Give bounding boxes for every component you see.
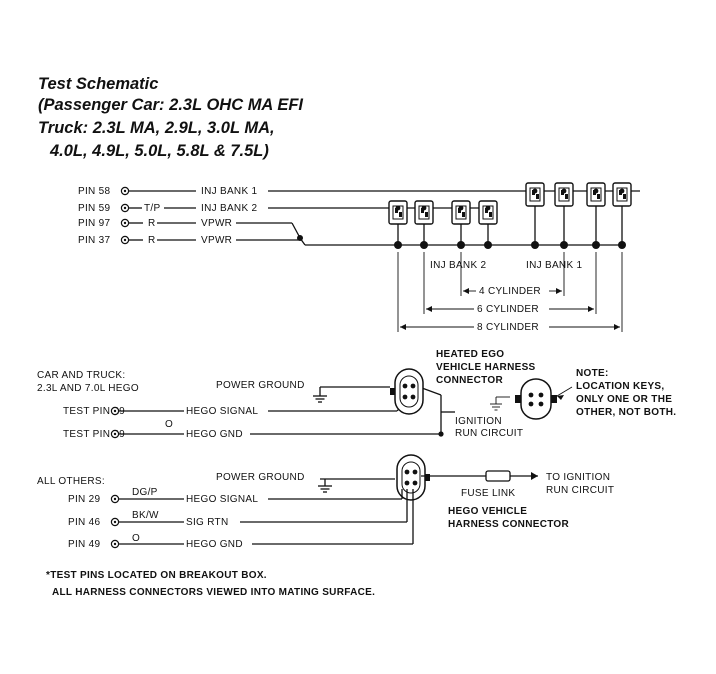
to-ignition-label-1: TO IGNITION xyxy=(546,472,610,483)
injector-connector-icon xyxy=(478,200,498,249)
pin-terminal-icon xyxy=(110,494,120,504)
inj-pin-58-label: PIN 58 xyxy=(78,186,111,197)
pin-terminal-icon xyxy=(120,235,130,245)
ct-power-ground-label: POWER GROUND xyxy=(216,380,305,391)
ct-hego-gnd-label: HEGO GND xyxy=(186,429,243,440)
pin-terminal-icon xyxy=(120,218,130,228)
others-heading: ALL OTHERS: xyxy=(37,476,105,487)
ct-test-pin-29-label: TEST PIN 29 xyxy=(63,406,125,417)
fuse-link-label: FUSE LINK xyxy=(461,488,515,499)
ground-icon xyxy=(313,395,327,403)
injector-connector-icon xyxy=(612,182,632,249)
pin-terminal-icon xyxy=(120,203,130,213)
hego-others-section: ALL OTHERS: POWER GROUND TO IGNITION RUN… xyxy=(37,454,614,550)
inj-bank2-color-code: T/P xyxy=(144,203,160,214)
injector-section: PIN 58 PIN 59 PIN 97 PIN 37 INJ BANK 1 T… xyxy=(78,182,640,333)
inj-pin-97-label: PIN 97 xyxy=(78,218,111,229)
pin-terminal-icon xyxy=(110,406,120,416)
inj-vpwr-color-code-1: R xyxy=(148,218,156,229)
injector-connector-icon xyxy=(554,182,574,249)
inj-vpwr-color-code-2: R xyxy=(148,235,156,246)
title-line-2: (Passenger Car: 2.3L OHC MA EFI xyxy=(38,96,303,114)
ct-ignition-label-2: RUN CIRCUIT xyxy=(455,428,523,439)
title-line-3: Truck: 2.3L MA, 2.9L, 3.0L MA, xyxy=(38,119,275,137)
ot-hego-gnd-label: HEGO GND xyxy=(186,539,243,550)
ot-power-ground-label: POWER GROUND xyxy=(216,472,305,483)
ct-ignition-label-1: IGNITION xyxy=(455,416,502,427)
ot-pin-29-label: PIN 29 xyxy=(68,494,101,505)
dim-8-cylinder: 8 CYLINDER xyxy=(477,322,539,333)
note-label-1: NOTE: xyxy=(576,368,609,379)
hego-vehicle-connector-icon xyxy=(396,454,430,501)
ot-pin-46-color-code: BK/W xyxy=(132,510,159,521)
ground-icon xyxy=(490,403,502,411)
injector-connector-icon xyxy=(388,200,408,249)
injector-connector-icon xyxy=(451,200,471,249)
title-line-1: Test Schematic xyxy=(38,75,158,93)
pin-terminal-icon xyxy=(120,186,130,196)
note-label-3: ONLY ONE OR THE xyxy=(576,394,672,405)
inj-pin-37-label: PIN 37 xyxy=(78,235,111,246)
ct-hego-signal-label: HEGO SIGNAL xyxy=(186,406,258,417)
inj-pin-59-label: PIN 59 xyxy=(78,203,111,214)
footnote-line-2: ALL HARNESS CONNECTORS VIEWED INTO MATIN… xyxy=(52,587,375,598)
ot-pin-29-color-code: DG/P xyxy=(132,487,158,498)
injector-connector-icon xyxy=(586,182,606,249)
car-truck-heading-1: CAR AND TRUCK: xyxy=(37,370,125,381)
footnote-line-1: *TEST PINS LOCATED ON BREAKOUT BOX. xyxy=(46,570,267,581)
inj-vpwr-label-2: VPWR xyxy=(201,235,232,246)
heated-ego-label-2: VEHICLE HARNESS xyxy=(436,362,536,373)
ct-pin-49-color-code: O xyxy=(165,419,173,430)
hego-car-truck-section: CAR AND TRUCK: 2.3L AND 7.0L HEGO POWER … xyxy=(37,349,676,440)
pin-terminal-icon xyxy=(110,539,120,549)
to-ignition-label-2: RUN CIRCUIT xyxy=(546,485,614,496)
pin-terminal-icon xyxy=(110,429,120,439)
ct-test-pin-49-label: TEST PIN 49 xyxy=(63,429,125,440)
ot-sig-rtn-label: SIG RTN xyxy=(186,517,228,528)
dim-6-cylinder: 6 CYLINDER xyxy=(477,304,539,315)
inj-bank1-label: INJ BANK 1 xyxy=(526,260,582,271)
heated-ego-label-3: CONNECTOR xyxy=(436,375,503,386)
alternate-connector-icon xyxy=(515,378,557,420)
inj-bank2-circuit-label: INJ BANK 2 xyxy=(201,203,257,214)
dim-4-cylinder: 4 CYLINDER xyxy=(479,286,541,297)
heated-ego-connector-icon xyxy=(390,368,424,415)
title-line-4: 4.0L, 4.9L, 5.0L, 5.8L & 7.5L) xyxy=(49,142,269,160)
inj-bank1-circuit-label: INJ BANK 1 xyxy=(201,186,257,197)
injector-connector-icon xyxy=(414,200,434,249)
pin-terminal-icon xyxy=(110,517,120,527)
ot-pin-49-label: PIN 49 xyxy=(68,539,101,550)
ot-pin-46-label: PIN 46 xyxy=(68,517,101,528)
hego-connector-label-2: HARNESS CONNECTOR xyxy=(448,519,570,530)
injector-connector-icon xyxy=(525,182,545,249)
fuse-link-icon xyxy=(485,470,511,482)
heated-ego-label-1: HEATED EGO xyxy=(436,349,504,360)
hego-connector-label-1: HEGO VEHICLE xyxy=(448,506,527,517)
note-label-2: LOCATION KEYS, xyxy=(576,381,664,392)
ot-pin-49-color-code: O xyxy=(132,533,140,544)
ot-hego-signal-label: HEGO SIGNAL xyxy=(186,494,258,505)
car-truck-heading-2: 2.3L AND 7.0L HEGO xyxy=(37,383,139,394)
inj-vpwr-label-1: VPWR xyxy=(201,218,232,229)
note-label-4: OTHER, NOT BOTH. xyxy=(576,407,676,418)
ground-icon xyxy=(318,485,332,493)
inj-bank2-label: INJ BANK 2 xyxy=(430,260,486,271)
